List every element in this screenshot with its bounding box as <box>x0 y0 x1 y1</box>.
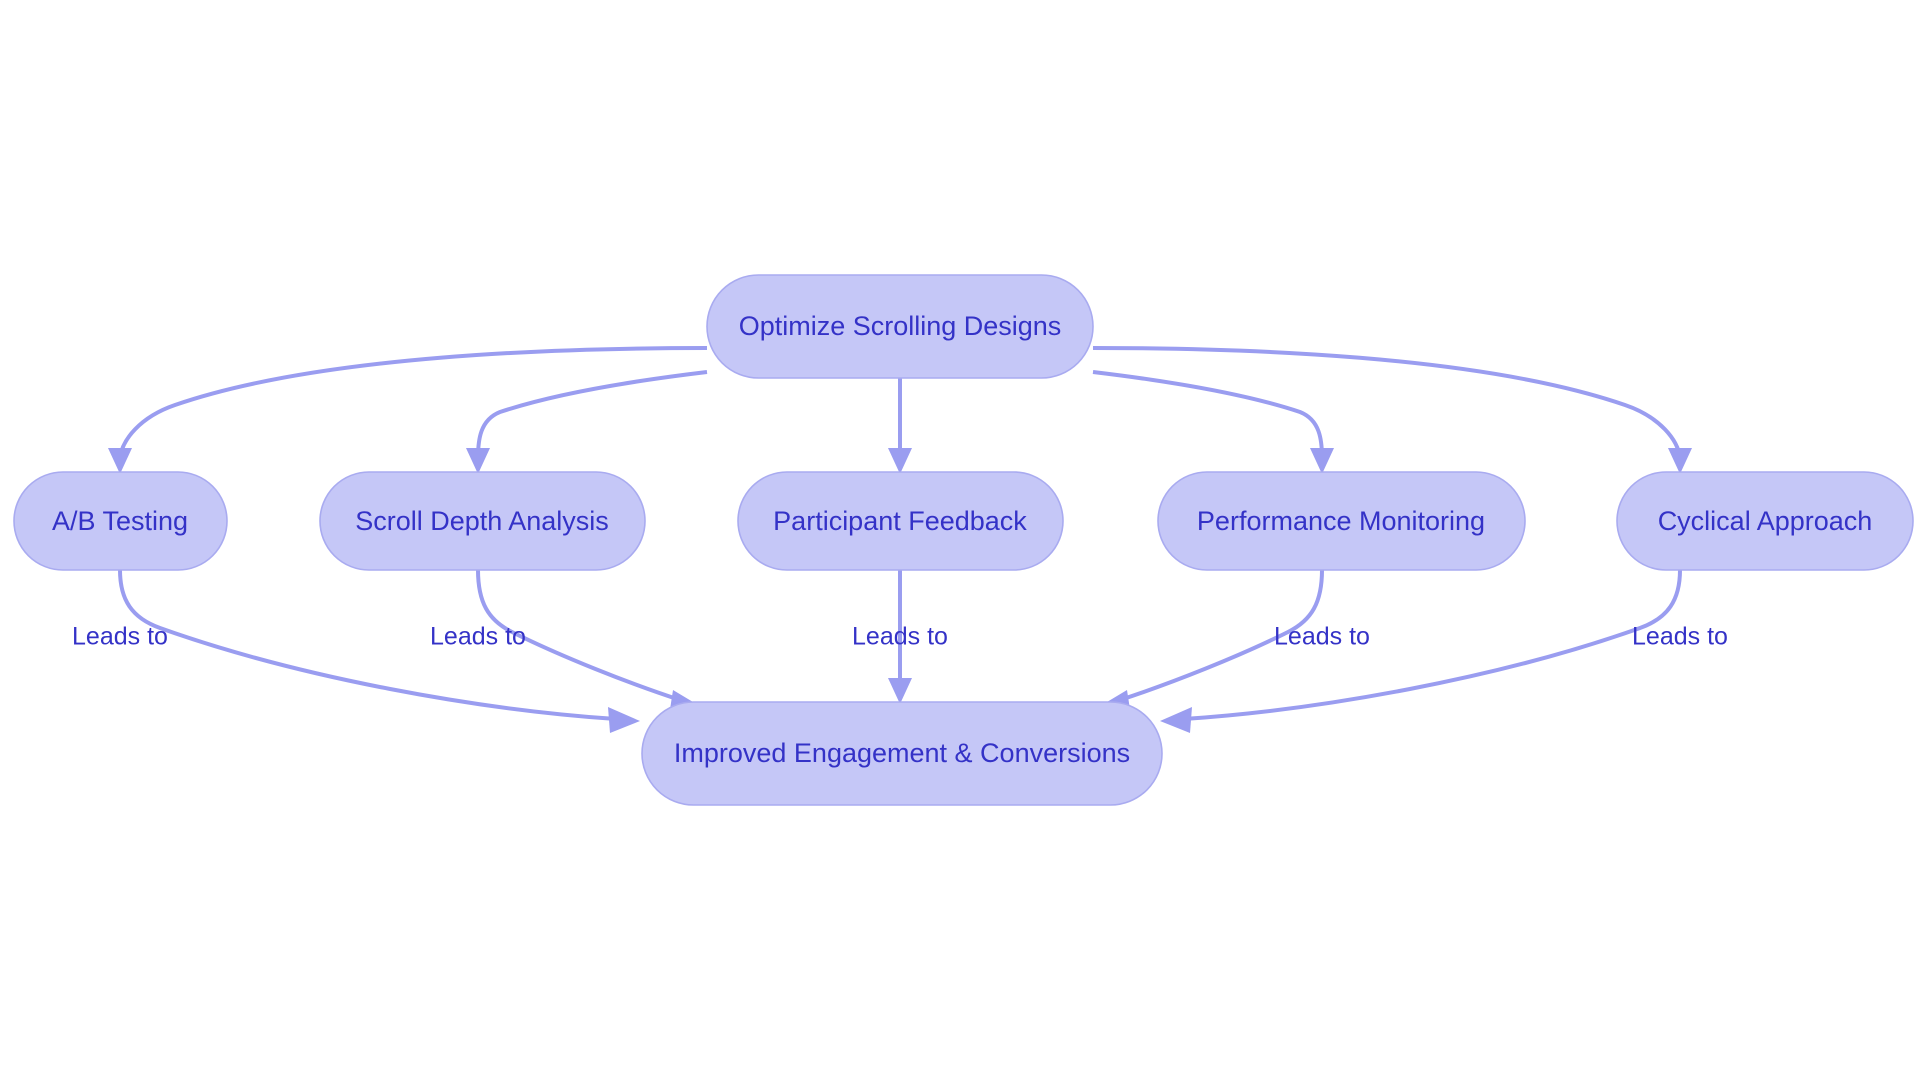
arrowhead-icon <box>1160 707 1192 733</box>
node-shape <box>1616 471 1914 571</box>
edge-root-to-participant-feedback <box>888 378 912 474</box>
arrowhead-icon <box>108 448 132 474</box>
node-cyclical-approach[interactable]: Cyclical Approach <box>1616 471 1914 571</box>
node-label: Performance Monitoring <box>1197 506 1485 536</box>
edge-path <box>476 370 708 459</box>
node-shape <box>319 471 646 571</box>
edge-label-performance-monitoring: Leads to <box>1274 623 1370 651</box>
edge-path <box>1183 569 1682 721</box>
edge-label-scroll-depth: Leads to <box>430 623 526 651</box>
edge-path <box>118 569 617 721</box>
node-shape <box>13 471 228 571</box>
edge-path <box>118 346 708 459</box>
edge-path <box>1092 346 1682 459</box>
edge-performance-monitoring-to-outcome: Leads to <box>1097 569 1370 716</box>
node-scroll-depth-analysis[interactable]: Scroll Depth Analysis <box>319 471 646 571</box>
edge-label-cyclical-approach: Leads to <box>1632 623 1728 651</box>
edge-root-to-ab-testing <box>108 346 708 474</box>
edge-ab-testing-to-outcome: Leads to <box>72 569 640 733</box>
arrowhead-icon <box>1668 448 1692 474</box>
arrowhead-icon <box>1310 448 1334 474</box>
node-label: Scroll Depth Analysis <box>355 506 609 536</box>
node-ab-testing[interactable]: A/B Testing <box>13 471 228 571</box>
node-label: A/B Testing <box>52 506 188 536</box>
node-improved-engagement-conversions[interactable]: Improved Engagement & Conversions <box>641 701 1163 806</box>
edge-path <box>1092 370 1324 459</box>
edge-label-participant-feedback: Leads to <box>852 623 948 651</box>
arrowhead-icon <box>888 678 912 704</box>
node-shape <box>1157 471 1526 571</box>
edge-scroll-depth-to-outcome: Leads to <box>430 569 703 716</box>
arrowhead-icon <box>608 707 640 733</box>
arrowhead-icon <box>466 448 490 474</box>
node-participant-feedback[interactable]: Participant Feedback <box>737 471 1064 571</box>
node-shape <box>737 471 1064 571</box>
arrowhead-icon <box>888 448 912 474</box>
node-shape <box>641 701 1163 806</box>
edge-path <box>1119 569 1324 702</box>
node-optimize-scrolling-designs[interactable]: Optimize Scrolling Designs <box>706 274 1094 379</box>
edge-participant-feedback-to-outcome: Leads to <box>852 570 948 704</box>
edge-path <box>476 569 681 702</box>
node-shape <box>706 274 1094 379</box>
edge-cyclical-approach-to-outcome: Leads to <box>1160 569 1728 733</box>
edge-root-to-cyclical-approach <box>1092 346 1692 474</box>
node-label: Participant Feedback <box>773 506 1027 536</box>
edge-root-to-scroll-depth-analysis <box>466 370 708 474</box>
node-label: Improved Engagement & Conversions <box>674 738 1130 768</box>
edge-root-to-performance-monitoring <box>1092 370 1334 474</box>
node-label: Cyclical Approach <box>1658 506 1873 536</box>
node-performance-monitoring[interactable]: Performance Monitoring <box>1157 471 1526 571</box>
edge-label-ab-testing: Leads to <box>72 623 168 651</box>
node-label: Optimize Scrolling Designs <box>739 311 1062 341</box>
